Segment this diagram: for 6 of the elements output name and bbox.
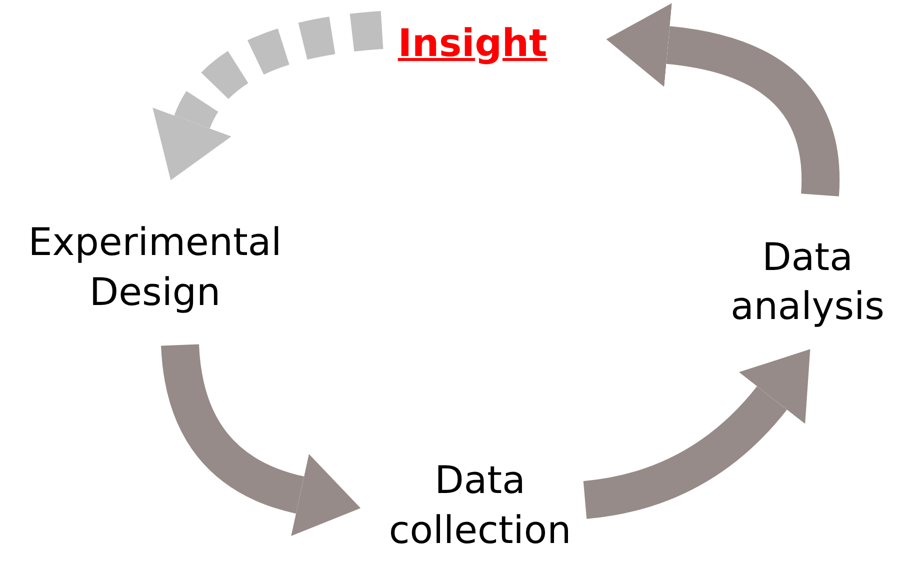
block-arrow: [154, 11, 384, 179]
step-label: Experimental Design: [27, 219, 283, 316]
block-arrow: [582, 350, 812, 519]
step-label: Data collection: [388, 457, 572, 554]
title-label: Insight: [398, 20, 548, 68]
step-label: Data analysis: [730, 234, 886, 330]
